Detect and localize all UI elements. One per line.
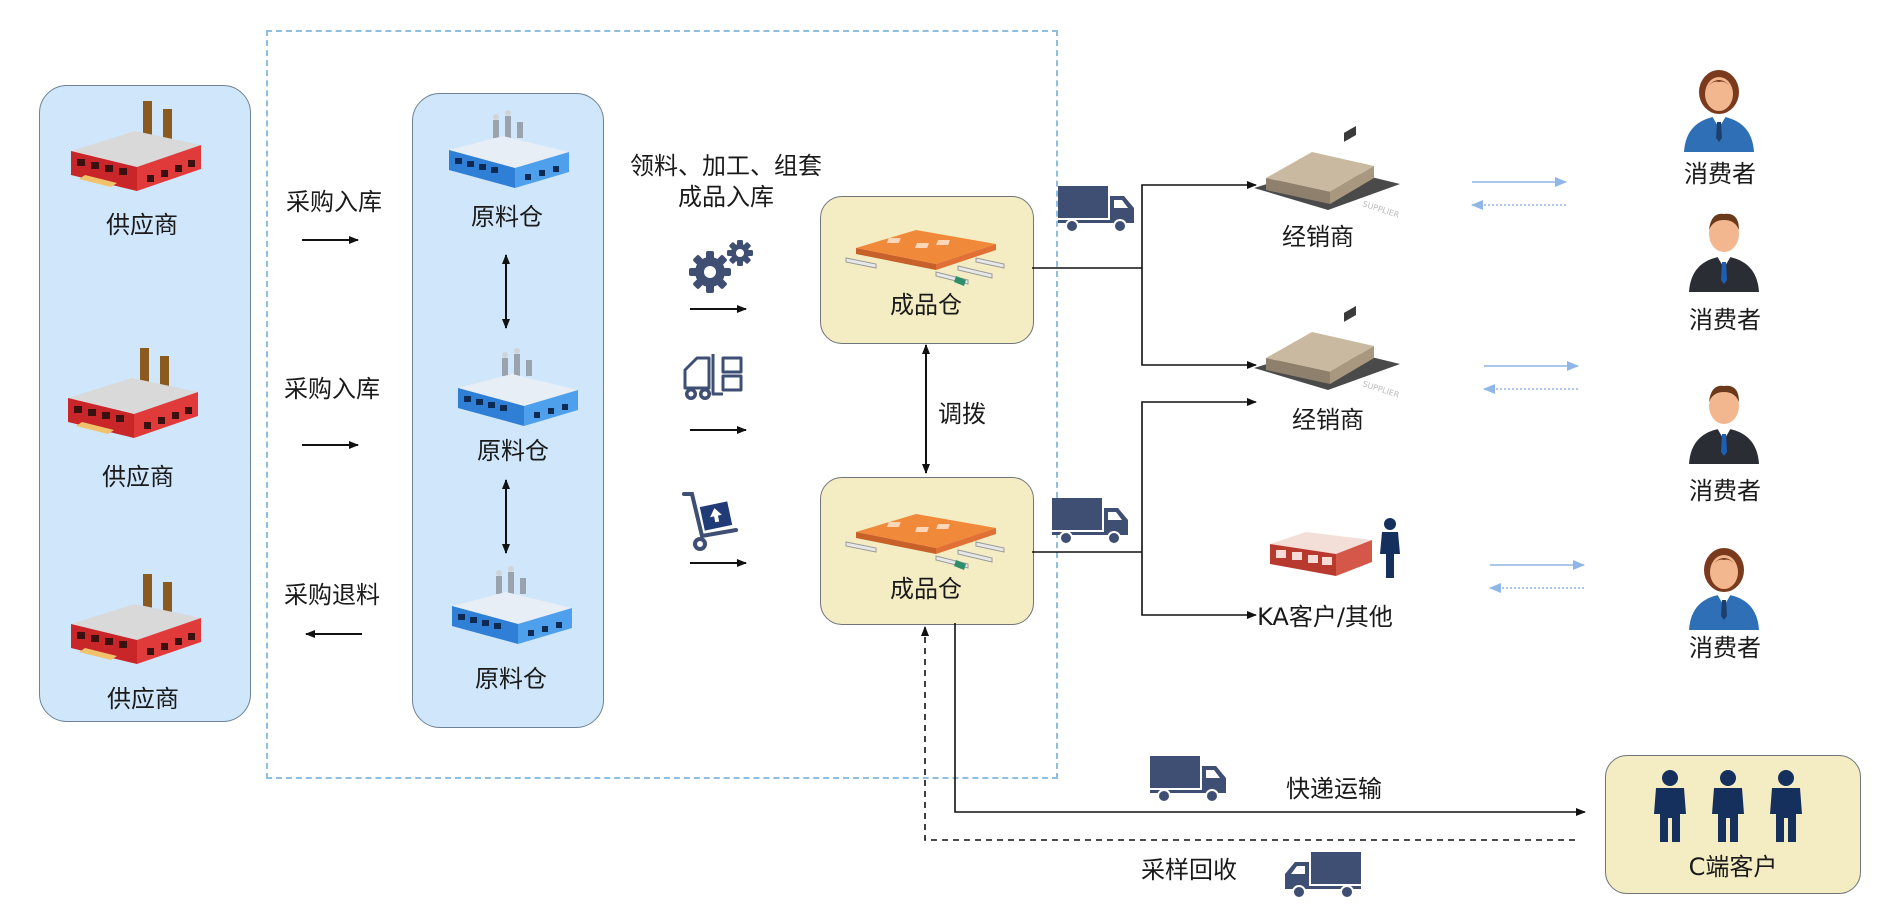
arrow-sample-return [921,626,1575,841]
consumer-label: 消费者 [1689,306,1761,334]
arrow-to-distributor-1 [1141,181,1257,268]
arrow-bottom-to-distributor-2 [1141,398,1257,552]
consumer-female-icon [1689,548,1759,630]
raw-warehouse-label: 原料仓 [475,665,547,693]
supplier-sign-text: SUPPLIER [1361,199,1400,219]
supplier-label: 供应商 [102,463,174,491]
distributor-warehouse-icon: SUPPLIER [1254,305,1401,400]
forklift-icon [683,354,743,400]
finished-warehouse-icon [845,514,1005,570]
c-customer-label: C端客户 [1688,853,1778,881]
raw-warehouse-icon [452,566,572,644]
consumer-male-icon [1689,385,1759,464]
ka-customer-label: KA客户/其他 [1257,603,1393,631]
c-customer-people-icon [1654,770,1802,842]
distributor-label: 经销商 [1282,223,1354,251]
consumer-label: 消费者 [1689,477,1761,505]
consumer-label: 消费者 [1689,634,1761,662]
consumer-label: 消费者 [1684,160,1756,188]
express-shipping-label: 快递运输 [1286,775,1382,803]
raw-warehouse-label: 原料仓 [477,437,549,465]
process-label-line-1: 领料、加工、组套 [630,152,822,180]
truck-icon [1150,756,1226,803]
consumer-female-icon [1684,70,1754,152]
raw-warehouse-icon [449,110,569,188]
raw-warehouse-label: 原料仓 [471,203,543,231]
finished-warehouse-label: 成品仓 [890,291,962,319]
arrow-to-ka [1141,552,1257,619]
sample-recovery-label: 采样回收 [1141,856,1237,884]
purchase-in-label: 采购入库 [286,188,382,216]
factory-icon [71,574,201,664]
supplier-sign-text: SUPPLIER [1361,379,1400,399]
gears-icon [689,240,753,293]
process-label-line-2: 成品入库 [678,183,774,211]
finished-warehouse-icon [845,230,1005,286]
factory-icon [68,348,198,438]
supplier-label: 供应商 [107,685,179,713]
factory-icon [71,101,201,191]
arrow-to-distributor-2 [1141,268,1257,369]
transfer-label: 调拨 [938,400,986,428]
consumer-male-icon [1689,213,1759,292]
internal-boundary [266,30,1058,779]
purchase-return-label: 采购退料 [284,581,380,609]
finished-warehouse-box-top [820,196,1034,344]
raw-warehouse-icon [458,348,578,426]
arrow-express [954,623,1586,816]
supplier-label: 供应商 [106,211,178,239]
truck-icon [1052,498,1128,545]
distributor-label: 经销商 [1292,406,1364,434]
distributor-warehouse-icon: SUPPLIER [1254,125,1401,220]
ka-store-icon [1270,518,1400,578]
hand-truck-icon [682,492,738,551]
truck-icon [1058,186,1134,233]
finished-warehouse-label: 成品仓 [890,575,962,603]
purchase-in-label: 采购入库 [284,375,380,403]
truck-icon [1285,852,1361,899]
